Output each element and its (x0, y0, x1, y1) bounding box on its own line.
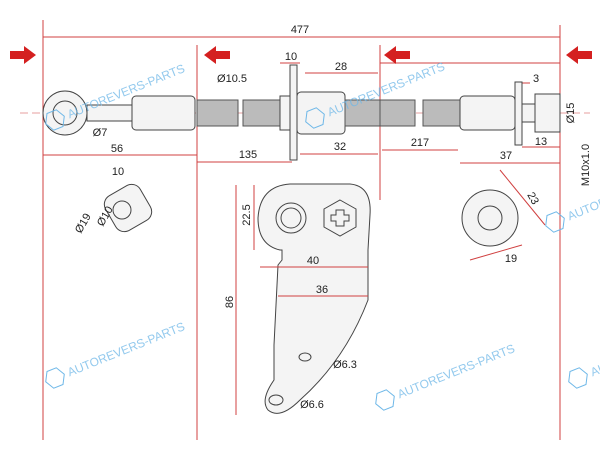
dim-37: 37 (500, 150, 512, 162)
watermark-text: AUTOREVERS-PARTS (588, 319, 600, 379)
arrow-left-icon (384, 46, 410, 64)
dim-135: 135 (239, 149, 257, 161)
brake-hose (42, 64, 561, 161)
dim-bracket-86: 86 (224, 296, 236, 308)
dim-13: 13 (535, 136, 547, 148)
dim-dia-6-3: Ø6.3 (333, 359, 357, 371)
dim-nut-23: 23 (524, 190, 541, 207)
dim-217: 217 (411, 137, 429, 149)
dim-56: 56 (111, 143, 123, 155)
dim-dia-7: Ø7 (93, 127, 108, 139)
side-view-fitting (103, 183, 153, 233)
dim-side-10: 10 (112, 166, 124, 178)
dim-dia-15: Ø15 (565, 103, 577, 124)
dimension-labels: 477 10 28 3 Ø10.5 Ø7 56 135 32 217 37 13… (73, 24, 592, 411)
watermark-text: AUTOREVERS-PARTS (65, 319, 186, 379)
arrow-left-icon (204, 46, 230, 64)
dim-bracket-36: 36 (316, 284, 328, 296)
dim-bracket-40: 40 (307, 255, 319, 267)
mounting-bracket (235, 183, 371, 415)
side-view-nut (461, 169, 546, 261)
dim-dia-10-5: Ø10.5 (217, 73, 247, 85)
arrow-right-icon (10, 46, 36, 64)
dim-overall: 477 (291, 24, 309, 36)
dim-side-dia-19: Ø19 (73, 211, 94, 235)
watermark-text: AUTOREVERS-PARTS (395, 341, 516, 401)
dim-bracket-22-5: 22.5 (241, 204, 253, 225)
arrow-left-icon (566, 46, 592, 64)
direction-arrows (10, 46, 592, 64)
dim-nut-19: 19 (505, 253, 517, 265)
dim-28: 28 (335, 61, 347, 73)
dim-3: 3 (533, 73, 539, 85)
dim-10: 10 (285, 51, 297, 63)
dim-thread: M10x1.0 (580, 144, 592, 186)
dim-dia-6-6: Ø6.6 (300, 399, 324, 411)
dim-32: 32 (334, 141, 346, 153)
